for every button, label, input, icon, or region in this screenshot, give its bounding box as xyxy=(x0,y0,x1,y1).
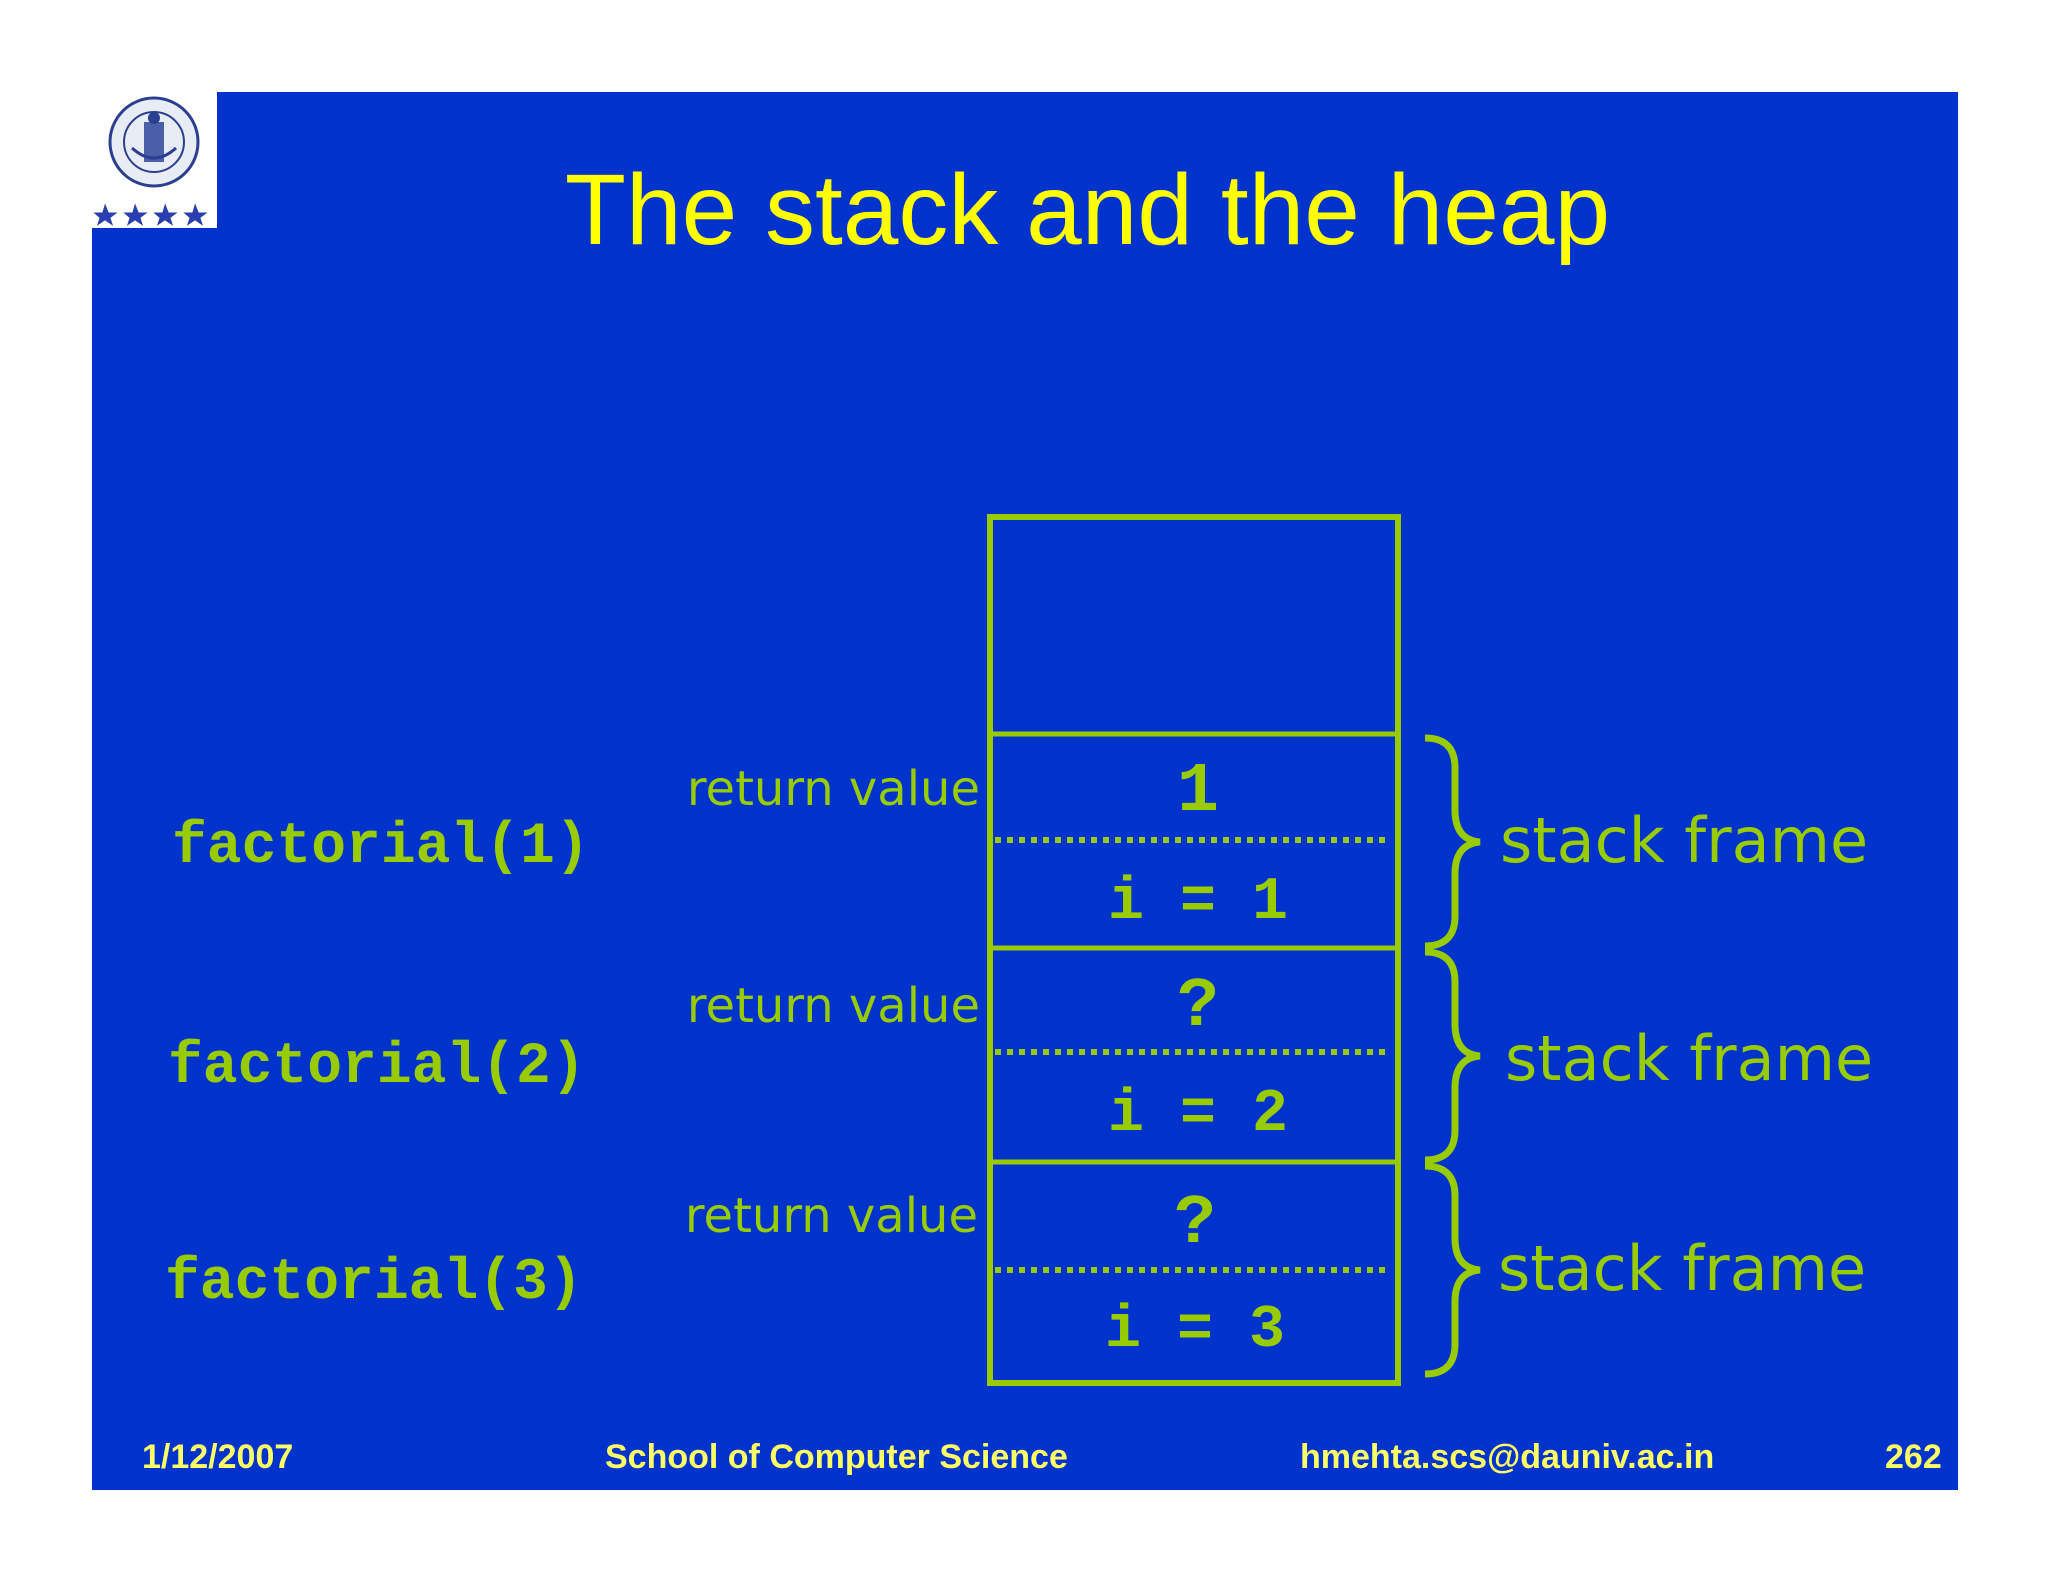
frame-brace xyxy=(1424,734,1481,950)
slide-background xyxy=(92,92,1958,1490)
function-call-label: factorial(1) xyxy=(172,815,590,880)
frame-brace xyxy=(1424,948,1481,1164)
frame-brace xyxy=(1424,1162,1481,1378)
function-call-label: factorial(2) xyxy=(168,1035,586,1100)
stack-frame-label: stack frame xyxy=(1498,1232,1866,1305)
local-variable: i = 1 xyxy=(1108,869,1288,937)
university-seal-icon xyxy=(90,96,211,229)
return-value: ? xyxy=(1177,968,1219,1047)
function-call-label: factorial(3) xyxy=(165,1251,583,1316)
return-value-label: return value xyxy=(687,761,980,817)
footer-school: School of Computer Science xyxy=(605,1438,1068,1476)
return-value-label: return value xyxy=(685,1188,978,1244)
university-logo xyxy=(90,92,217,229)
local-variable: i = 2 xyxy=(1108,1081,1288,1149)
footer-date: 1/12/2007 xyxy=(142,1438,294,1476)
return-value: ? xyxy=(1174,1185,1216,1264)
footer-page-number: 262 xyxy=(1885,1438,1942,1476)
footer-email: hmehta.scs@dauniv.ac.in xyxy=(1300,1438,1715,1476)
return-value: 1 xyxy=(1177,753,1219,832)
return-value-label: return value xyxy=(687,978,980,1034)
star-row xyxy=(90,200,211,229)
stack-frame-label: stack frame xyxy=(1500,804,1868,877)
slide-title: The stack and the heap xyxy=(564,154,1611,266)
stack-frame-label: stack frame xyxy=(1505,1022,1873,1095)
local-variable: i = 3 xyxy=(1105,1297,1285,1365)
